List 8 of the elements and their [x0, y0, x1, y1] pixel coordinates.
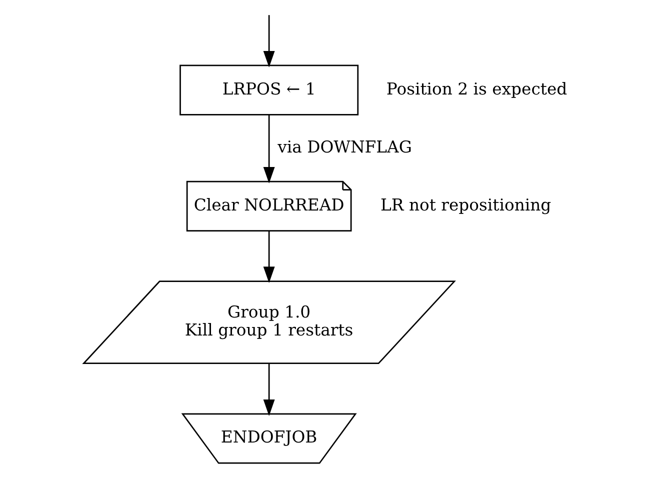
arrow — [262, 15, 274, 68]
arrow — [262, 231, 274, 284]
arrow — [262, 363, 274, 416]
node-label: Position 2 is expected — [386, 79, 567, 98]
edge-label: via DOWNFLAG — [277, 137, 412, 156]
arrow — [262, 114, 274, 184]
node-box: LRPOS ← 1 — [179, 64, 358, 116]
node-label: LR not repositioning — [380, 195, 551, 214]
